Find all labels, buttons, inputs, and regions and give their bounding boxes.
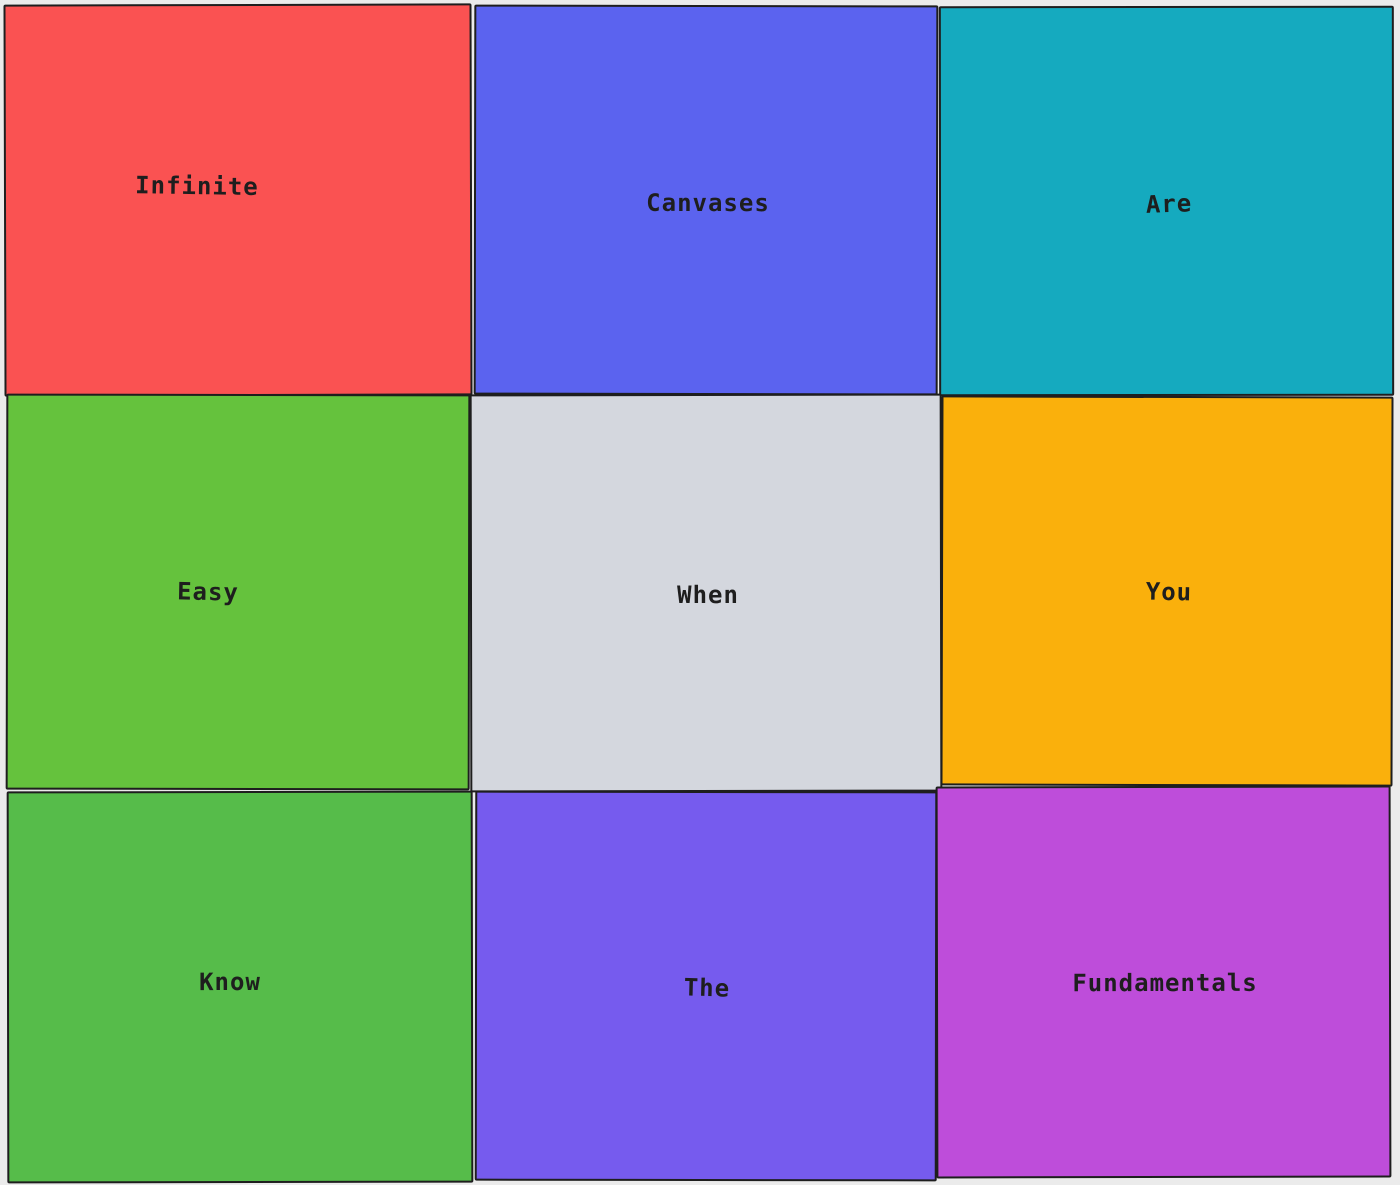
tile-label: Are	[1145, 189, 1193, 219]
tile-the[interactable]: The	[474, 790, 938, 1182]
tile-know[interactable]: Know	[6, 790, 474, 1184]
tile-label: Fundamentals	[1072, 968, 1258, 998]
tile-are[interactable]: Are	[938, 5, 1395, 397]
tile-fundamentals[interactable]: Fundamentals	[935, 785, 1392, 1179]
tile-label: When	[677, 580, 739, 610]
tile-label: Canvases	[646, 188, 770, 218]
tile-easy[interactable]: Easy	[5, 393, 471, 791]
tile-label: Infinite	[134, 171, 259, 202]
tile-infinite[interactable]: Infinite	[3, 3, 473, 397]
tile-when[interactable]: When	[469, 393, 943, 793]
tile-you[interactable]: You	[940, 395, 1394, 787]
tile-label: You	[1145, 577, 1193, 607]
tile-label: Easy	[176, 577, 240, 607]
tile-label: Know	[199, 967, 261, 997]
tile-canvases[interactable]: Canvases	[473, 4, 939, 396]
tile-label: The	[683, 973, 731, 1003]
